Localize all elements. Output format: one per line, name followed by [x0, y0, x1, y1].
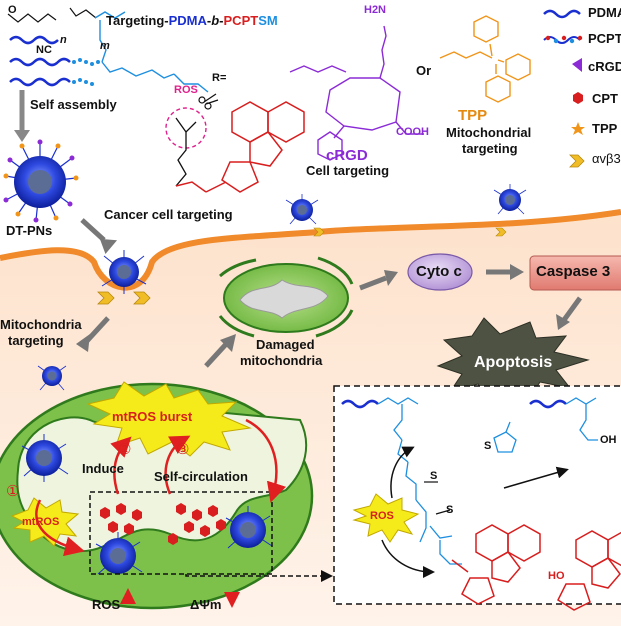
label-tpp-role-1: Mitochondrial: [446, 125, 532, 140]
caspase-box: [529, 255, 621, 291]
mtros-star: [10, 497, 80, 547]
yellow-chevron-icon: [569, 154, 585, 168]
legend-label-pcpt: PCPT: [588, 31, 621, 46]
beaded-chains-top: [72, 58, 100, 86]
label-damaged-1: Damaged: [256, 337, 315, 352]
nanoparticle-mito-1: [21, 434, 69, 482]
nanoparticle-mito-3: [225, 506, 273, 549]
thiolactone-ring: [493, 421, 517, 453]
legend-icons: [543, 9, 585, 168]
nanoparticle-large: [3, 139, 79, 223]
label-mtros: mtROS: [22, 516, 60, 528]
label-ros-bottom: ROS: [92, 597, 121, 612]
label-ho: HO: [548, 570, 565, 582]
legend-label-crgd: cRGD: [588, 59, 621, 74]
mechanism-right-chain: [529, 397, 598, 441]
red-hexagon-icon: [573, 92, 583, 104]
nanoparticle-small-2: [493, 184, 527, 215]
title-text: Targeting-PDMA-b-PCPTSM: [106, 13, 278, 28]
polymer-chain-top: [9, 35, 71, 87]
legend-label-cpt: CPT: [592, 91, 618, 106]
legend-label-tpp: TPP: [592, 121, 618, 136]
label-damaged-2: mitochondria: [240, 353, 323, 368]
label-apoptosis: Apoptosis: [474, 354, 553, 371]
label-tpp-role-2: targeting: [462, 141, 518, 156]
tpp-structure: [439, 15, 531, 103]
label-induce: Induce: [82, 461, 124, 476]
label-nc: NC: [36, 44, 52, 56]
label-n: n: [60, 34, 67, 46]
label-s-1: S: [430, 470, 438, 482]
label-tpp: TPP: [458, 107, 488, 124]
cpt-structure-released: [557, 530, 621, 611]
cyto-c-ellipse: [407, 253, 473, 291]
label-oh: OH: [600, 434, 617, 446]
blue-chain-icon: [543, 9, 581, 19]
label-nh2: H2N: [364, 4, 387, 16]
damaged-mitochondria: [218, 256, 354, 338]
crgd-structure: [289, 25, 424, 161]
receptor-chevron-2: [495, 227, 507, 237]
purple-cone-icon: [572, 58, 582, 72]
reaction-arrow: [503, 466, 569, 489]
label-step1: ①: [6, 483, 20, 500]
label-mtros-burst: mtROS burst: [112, 409, 193, 424]
label-step2: ②: [118, 441, 132, 458]
label-crgd: cRGD: [326, 147, 368, 164]
label-m: m: [100, 40, 110, 52]
cpt-hexagons: [100, 503, 226, 545]
label-r-eq: R=: [212, 72, 227, 84]
induce-arrow: [110, 436, 132, 495]
nanoparticle-small-3: [37, 365, 67, 391]
self-circulation-arrow-1: [164, 435, 191, 495]
label-dpsi: ΔΨm: [190, 597, 222, 612]
label-s-ring: S: [484, 440, 492, 452]
receptor-chevron-1: [313, 227, 325, 237]
cpt-structure-top: [175, 101, 305, 193]
cpt-structure-mech: [451, 524, 541, 605]
mechanism-box: [333, 385, 621, 605]
nanoparticle-small-1: [285, 194, 319, 225]
label-self-circulation: Self-circulation: [154, 469, 248, 484]
nanoparticle-mito-2: [95, 532, 143, 575]
mechanism-left-chain: [341, 397, 462, 565]
label-or: Or: [416, 63, 432, 78]
nanoparticle-endocytosis: [97, 250, 151, 305]
label-mito-targeting-1: Mitochondria: [0, 317, 82, 332]
ros-star: [352, 493, 420, 543]
label-dt-pns: DT-PNs: [6, 223, 53, 238]
label-step3: ③: [176, 441, 190, 458]
label-cyto-c: Cyto c: [416, 263, 462, 280]
legend-label-avb3: αvβ3: [592, 151, 621, 166]
targeting-arrow: [80, 218, 106, 242]
step1-arrow: [35, 499, 85, 557]
beaded-chain-icon: [543, 35, 583, 44]
cell-membrane: [0, 209, 621, 291]
zoom-box-small: [89, 491, 273, 575]
label-self-assembly: Self assembly: [30, 97, 117, 112]
label-cancer-targeting: Cancer cell targeting: [104, 207, 233, 222]
label-cell-targeting: Cell targeting: [306, 163, 390, 178]
label-o: O: [8, 4, 17, 16]
scissors-icon: [198, 93, 219, 110]
self-circulation-arrow-2: [245, 418, 287, 503]
label-caspase: Caspase 3: [536, 263, 611, 280]
structure-topleft: [7, 7, 97, 23]
label-s-2: S: [446, 504, 454, 516]
label-ros-mech: ROS: [370, 510, 394, 522]
orange-star-icon: [571, 122, 585, 135]
label-ros-site: ROS: [174, 84, 198, 96]
label-mito-targeting-2: targeting: [8, 333, 64, 348]
label-cooh: COOH: [396, 126, 429, 138]
legend-label-pdma: PDMA: [588, 5, 621, 20]
